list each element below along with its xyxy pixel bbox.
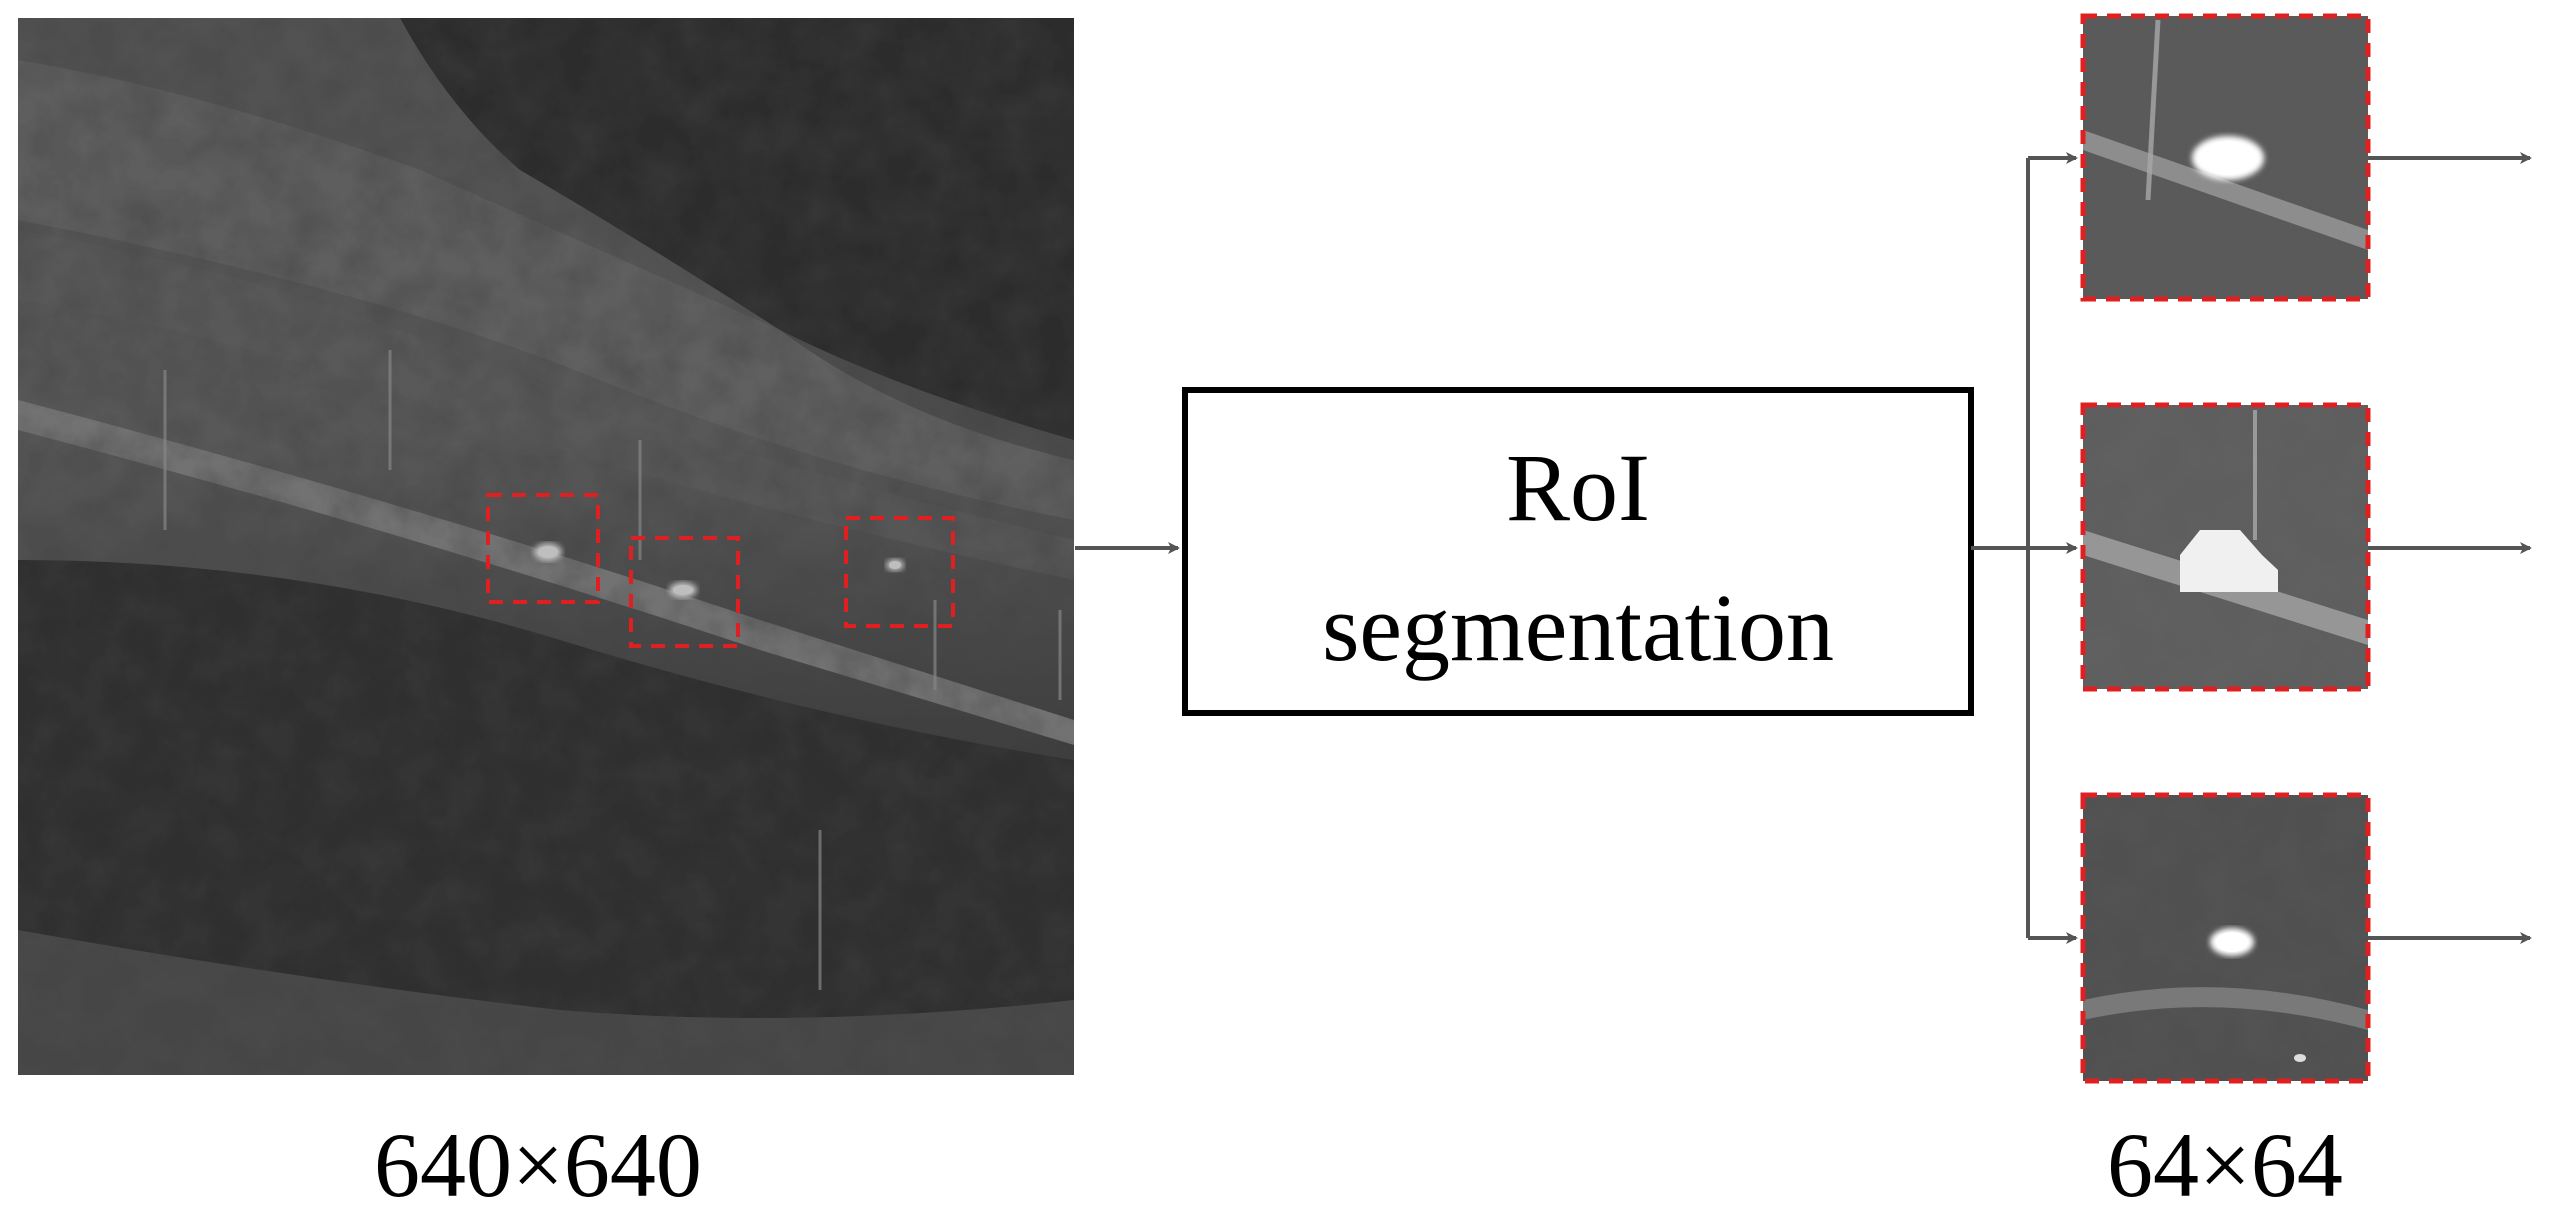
input-size-label: 640×640 [374,1114,702,1214]
patch-size-label: 64×64 [2107,1114,2343,1214]
roi-box-line1: RoI [1506,434,1650,541]
roi-box-3 [844,516,955,628]
roi-box-line2: segmentation [1322,574,1834,681]
roi-segmentation-box: RoI segmentation [1182,387,1974,716]
thermal-input-image [18,18,1074,1075]
roi-box-2 [629,536,740,648]
branch-arrows [1971,152,2078,944]
output-patch-3 [2080,792,2371,1084]
output-patch-1 [2080,13,2371,302]
output-patch-2 [2080,402,2371,692]
roi-boxes [486,493,955,648]
roi-box-1 [486,493,600,604]
